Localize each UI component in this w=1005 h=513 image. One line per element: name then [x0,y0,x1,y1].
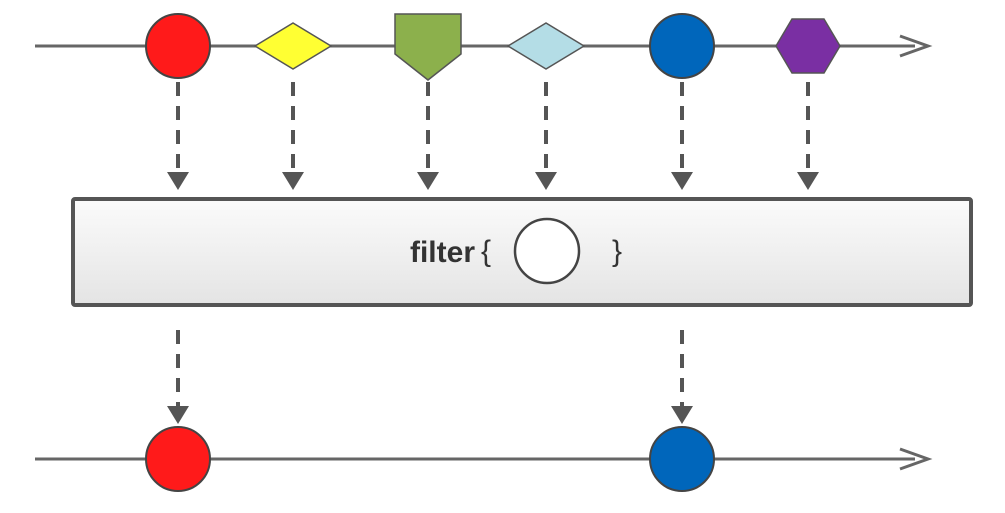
input-arrow-6 [797,82,819,190]
input-arrow-5 [671,82,693,190]
input-marble-1-circle-icon [145,13,211,79]
output-marble-1-circle-icon [145,426,211,492]
output-arrow-2-head [671,406,693,424]
input-marble-3-pentagon-icon [394,13,462,81]
input-arrows [167,82,819,190]
input-arrow-5-head [671,172,693,190]
predicate-circle-icon [513,217,581,285]
input-arrow-3 [417,82,439,190]
operator-close-brace: } [612,235,622,268]
input-arrow-6-head [797,172,819,190]
input-arrow-3-head [417,172,439,190]
output-marbles [145,426,715,492]
input-arrow-4-head [535,172,557,190]
operator-name: filter [410,236,475,269]
input-arrow-2-head [282,172,304,190]
output-arrow-1-head [167,406,189,424]
output-arrows [167,330,693,424]
output-arrow-1 [167,330,189,424]
input-marbles [145,13,841,81]
input-marble-2-diamond-icon [253,22,333,70]
input-arrow-1 [167,82,189,190]
input-arrow-1-head [167,172,189,190]
output-timeline-arrowhead [899,447,933,471]
output-marble-2-circle-icon [649,426,715,492]
operator-open-brace: { [481,235,491,268]
output-arrow-2 [671,330,693,424]
input-timeline-arrowhead [899,34,933,58]
filter-operator-box: filter { } [71,197,973,307]
input-arrow-4 [535,82,557,190]
input-arrow-2 [282,82,304,190]
input-marble-6-hexagon-icon [775,18,841,74]
input-marble-4-diamond-icon [506,22,586,70]
input-marble-5-circle-icon [649,13,715,79]
